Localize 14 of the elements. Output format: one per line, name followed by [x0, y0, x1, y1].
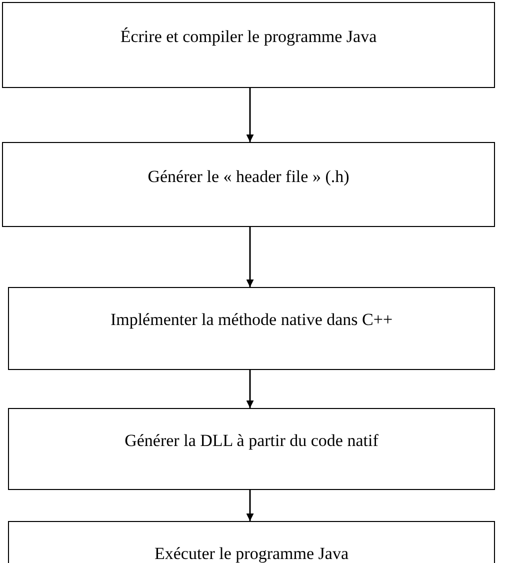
arrow — [246, 370, 254, 408]
step-text: Générer la DLL à partir du code natif — [124, 431, 378, 451]
step-text: Implémenter la méthode native dans C++ — [110, 310, 393, 330]
process-box — [8, 521, 495, 563]
process-box — [8, 287, 495, 370]
arrow — [246, 490, 254, 521]
process-box — [8, 408, 495, 490]
step-text: Exécuter le programme Java — [154, 544, 348, 563]
process-box — [2, 2, 495, 88]
arrow — [246, 88, 254, 142]
step-text: Écrire et compiler le programme Java — [120, 27, 377, 47]
process-box — [2, 142, 495, 227]
arrow — [246, 227, 254, 287]
step-text: Générer le « header file » (.h) — [148, 167, 350, 187]
